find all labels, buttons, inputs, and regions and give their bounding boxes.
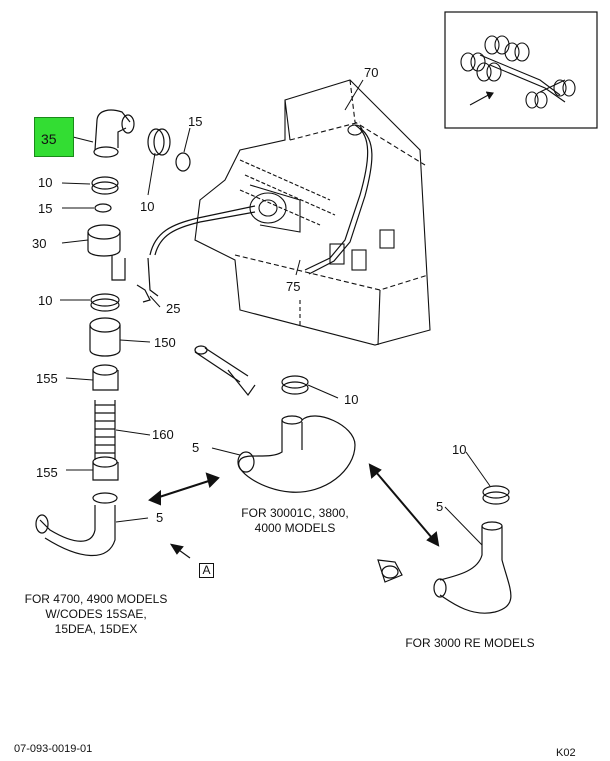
caption-line: FOR 3000 RE MODELS [405, 636, 535, 650]
callout-35: 35 [41, 131, 57, 147]
caption-line: FOR 30001C, 3800, [241, 506, 349, 520]
engine-block [194, 79, 431, 346]
callout-5: 5 [192, 440, 200, 455]
dipstick-tube [147, 124, 373, 297]
caption-30001c-models: FOR 30001C, 3800, 4000 MODELS [232, 506, 358, 536]
callout-70: 70 [364, 65, 379, 80]
callout-75: 75 [286, 279, 301, 294]
callout-160: 160 [152, 427, 174, 442]
callout-10: 10 [140, 199, 155, 214]
caption-4700-models: FOR 4700, 4900 MODELS W/CODES 15SAE, 15D… [18, 592, 174, 637]
callout-30: 30 [32, 236, 47, 251]
caption-line: 4000 MODELS [254, 521, 336, 535]
callout-10: 10 [344, 392, 359, 407]
sheet-code: K02 [556, 747, 576, 759]
caption-line: W/CODES 15SAE, [45, 607, 147, 621]
oring-15-upper [175, 152, 191, 172]
callout-5: 5 [436, 499, 444, 514]
chassis-inset [444, 11, 598, 129]
callout-155: 155 [36, 465, 58, 480]
left-stack [35, 176, 151, 557]
callout-5: 5 [156, 510, 164, 525]
callout-15: 15 [38, 201, 53, 216]
callout-10: 10 [38, 175, 53, 190]
caption-line: FOR 4700, 4900 MODELS [24, 592, 168, 606]
elbow-35 [93, 109, 135, 158]
callout-35-highlight: 35 [34, 117, 74, 157]
right-pipe [377, 485, 512, 614]
drawing-number: 07-093-0019-01 [14, 743, 93, 755]
arrows [148, 463, 440, 559]
clamp-10-upper [147, 128, 171, 156]
callout-150: 150 [154, 335, 176, 350]
callout-15: 15 [188, 114, 203, 129]
caption-line: 15DEA, 15DEX [54, 622, 138, 636]
callout-25: 25 [166, 301, 181, 316]
reference-marker: A [199, 563, 214, 578]
callout-10: 10 [452, 442, 467, 457]
middle-pipe [194, 345, 356, 493]
callout-155: 155 [36, 371, 58, 386]
caption-3000re-models: FOR 3000 RE MODELS [396, 636, 544, 651]
callout-10: 10 [38, 293, 53, 308]
leader-lines [60, 79, 491, 546]
